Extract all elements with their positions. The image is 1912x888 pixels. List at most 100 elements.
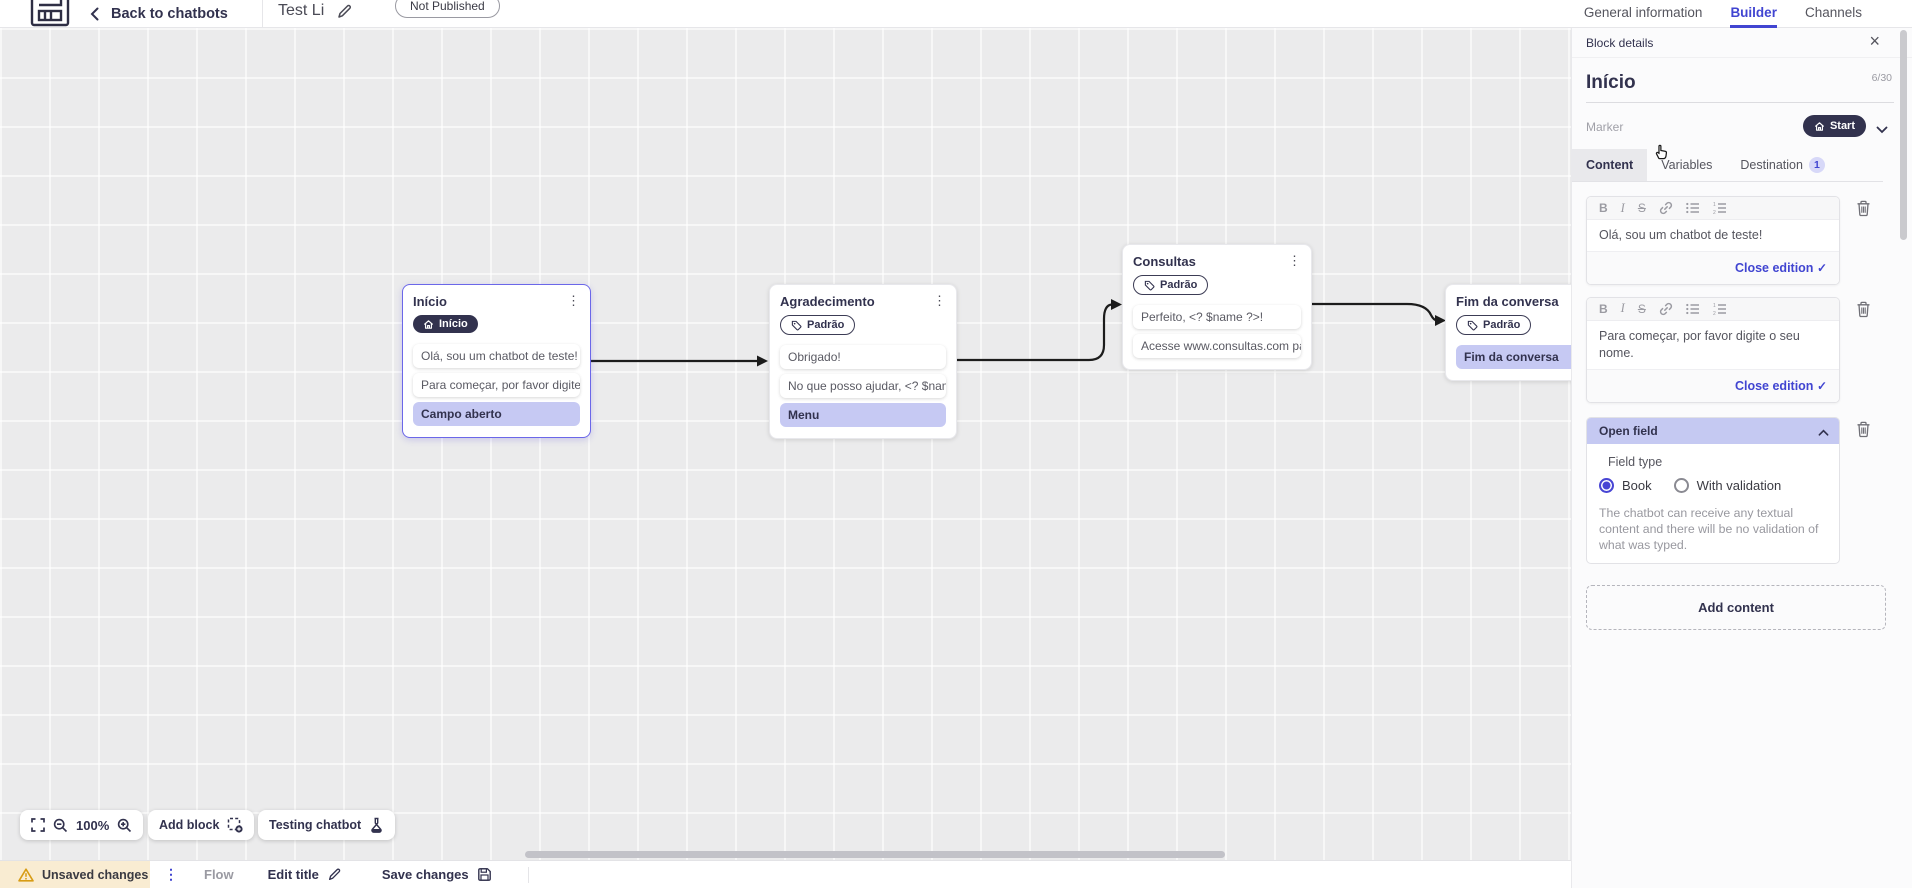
radio-book[interactable]: Book <box>1599 477 1652 493</box>
block-message-item[interactable]: No que posso ajudar, <? $name ... <box>780 373 946 398</box>
flow-connections <box>591 299 1446 367</box>
edit-chatbot-title-icon[interactable] <box>336 3 353 25</box>
panel-tabs: Content Variables Destination 1 ⋮ <box>1572 149 1909 182</box>
check-icon: ✓ <box>1816 378 1827 393</box>
collapse-chevron-icon[interactable] <box>1818 426 1829 440</box>
block-name-field[interactable]: Início 6/30 <box>1586 72 1894 103</box>
canvas-zoom-toolbar: 100% <box>20 810 144 840</box>
svg-text:1: 1 <box>1713 202 1716 208</box>
delete-content-icon[interactable] <box>1856 200 1871 222</box>
topbar: Back to chatbots Test Li Not Published G… <box>0 0 1912 28</box>
unsaved-changes-badge: Unsaved changes <box>0 861 150 888</box>
block-message-item[interactable]: Obrigado! <box>780 344 946 369</box>
add-content-button[interactable]: Add content <box>1586 585 1886 631</box>
tab-content[interactable]: Content <box>1572 149 1648 181</box>
panel-header: Block details × <box>1572 28 1912 58</box>
zoom-out-icon[interactable] <box>53 818 68 833</box>
italic-icon[interactable]: I <box>1620 301 1625 316</box>
block-title: Fim da conversa <box>1456 294 1559 309</box>
block-badge-start: Início <box>413 315 478 333</box>
check-icon: ✓ <box>1816 260 1827 275</box>
link-icon[interactable] <box>1659 201 1673 215</box>
back-to-chatbots-button[interactable]: Back to chatbots <box>90 0 228 28</box>
block-open-field-item[interactable]: Campo aberto <box>413 401 580 426</box>
open-field-card: Open field Field type Book <box>1586 416 1840 565</box>
flow-block-inicio[interactable]: Início ⋮ Início Olá, sou um chatbot de t… <box>402 284 591 438</box>
panel-vertical-scrollbar[interactable] <box>1900 30 1907 240</box>
flow-canvas[interactable]: Início ⋮ Início Olá, sou um chatbot de t… <box>0 28 1571 860</box>
marker-start-badge[interactable]: Start <box>1802 115 1866 137</box>
tab-destination[interactable]: Destination 1 <box>1726 149 1839 181</box>
app-logo-icon <box>28 0 72 34</box>
bullet-list-icon[interactable] <box>1686 202 1700 214</box>
tab-general-information[interactable]: General information <box>1583 5 1703 20</box>
bold-icon[interactable]: B <box>1599 301 1608 316</box>
link-icon[interactable] <box>1659 302 1673 316</box>
save-changes-button[interactable]: Save changes <box>382 867 492 882</box>
block-menu-item[interactable]: Menu <box>780 402 946 427</box>
delete-content-icon[interactable] <box>1856 421 1871 443</box>
zoom-in-icon[interactable] <box>117 818 132 833</box>
chatbot-title[interactable]: Test Li <box>278 2 325 19</box>
destination-count-badge: 1 <box>1808 157 1825 173</box>
fullscreen-icon[interactable] <box>31 818 45 832</box>
strikethrough-icon[interactable]: S <box>1637 201 1646 215</box>
flow-block-consultas[interactable]: Consultas ⋮ Padrão Perfeito, <? $name ?>… <box>1122 244 1312 370</box>
tab-builder[interactable]: Builder <box>1730 0 1777 28</box>
message-text[interactable]: Olá, sou um chatbot de teste! <box>1599 228 1763 242</box>
flow-view-button[interactable]: Flow <box>204 867 234 882</box>
statusbar: Unsaved changes ⋮ Flow Edit title Save c… <box>0 860 1571 888</box>
tag-icon <box>791 320 802 330</box>
tag-icon <box>1467 320 1478 330</box>
flask-icon <box>369 817 384 833</box>
block-menu-icon[interactable]: ⋮ <box>933 293 946 308</box>
pencil-icon <box>328 868 341 881</box>
statusbar-divider <box>527 866 529 883</box>
block-menu-icon[interactable]: ⋮ <box>567 293 580 308</box>
chevron-left-icon <box>90 7 99 21</box>
flow-block-agradecimento[interactable]: Agradecimento ⋮ Padrão Obrigado! No que … <box>769 284 957 439</box>
block-end-item[interactable]: Fim da conversa <box>1456 344 1571 369</box>
marker-dropdown-chevron-icon[interactable] <box>1876 121 1888 139</box>
close-edition-button[interactable]: Close edition ✓ <box>1734 378 1827 393</box>
italic-icon[interactable]: I <box>1620 200 1625 215</box>
bold-icon[interactable]: B <box>1599 201 1608 215</box>
svg-text:1: 1 <box>1713 303 1716 309</box>
block-title: Consultas <box>1133 254 1196 269</box>
delete-content-icon[interactable] <box>1856 301 1871 323</box>
svg-text:2: 2 <box>1713 210 1716 214</box>
strikethrough-icon[interactable]: S <box>1637 301 1646 316</box>
statusbar-menu-icon[interactable]: ⋮ <box>164 866 178 882</box>
block-title: Início <box>413 294 447 309</box>
message-text[interactable]: Para começar, por favor digite o seu nom… <box>1599 328 1800 360</box>
block-message-item[interactable]: Olá, sou um chatbot de teste! <box>413 343 580 368</box>
testing-chatbot-button[interactable]: Testing chatbot <box>258 810 396 840</box>
flow-block-fim-da-conversa[interactable]: Fim da conversa Padrão Fim da conversa <box>1445 284 1571 381</box>
block-message-item[interactable]: Para começar, por favor digite o ... <box>413 372 580 397</box>
block-message-item[interactable]: Perfeito, <? $name ?>! <box>1133 304 1301 329</box>
tag-icon <box>1144 280 1155 290</box>
radio-unselected-icon <box>1673 477 1689 493</box>
radio-with-validation[interactable]: With validation <box>1673 477 1781 493</box>
publish-status-badge: Not Published <box>395 0 500 18</box>
bullet-list-icon[interactable] <box>1686 303 1700 315</box>
tab-variables[interactable]: Variables <box>1661 158 1713 172</box>
tab-channels[interactable]: Channels <box>1804 5 1862 20</box>
edit-title-button[interactable]: Edit title <box>268 867 342 882</box>
open-field-header[interactable]: Open field <box>1587 417 1839 444</box>
panel-header-title: Block details <box>1586 36 1654 50</box>
back-label: Back to chatbots <box>111 6 228 22</box>
topbar-divider <box>262 0 263 28</box>
close-panel-icon[interactable]: × <box>1869 31 1880 51</box>
add-block-icon <box>227 817 244 833</box>
close-edition-button[interactable]: Close edition ✓ <box>1734 260 1827 275</box>
block-message-item[interactable]: Acesse www.consultas.com par... <box>1133 333 1301 358</box>
add-block-button[interactable]: Add block <box>148 810 255 840</box>
block-menu-icon[interactable]: ⋮ <box>1288 253 1301 268</box>
canvas-horizontal-scrollbar[interactable] <box>525 851 1225 858</box>
